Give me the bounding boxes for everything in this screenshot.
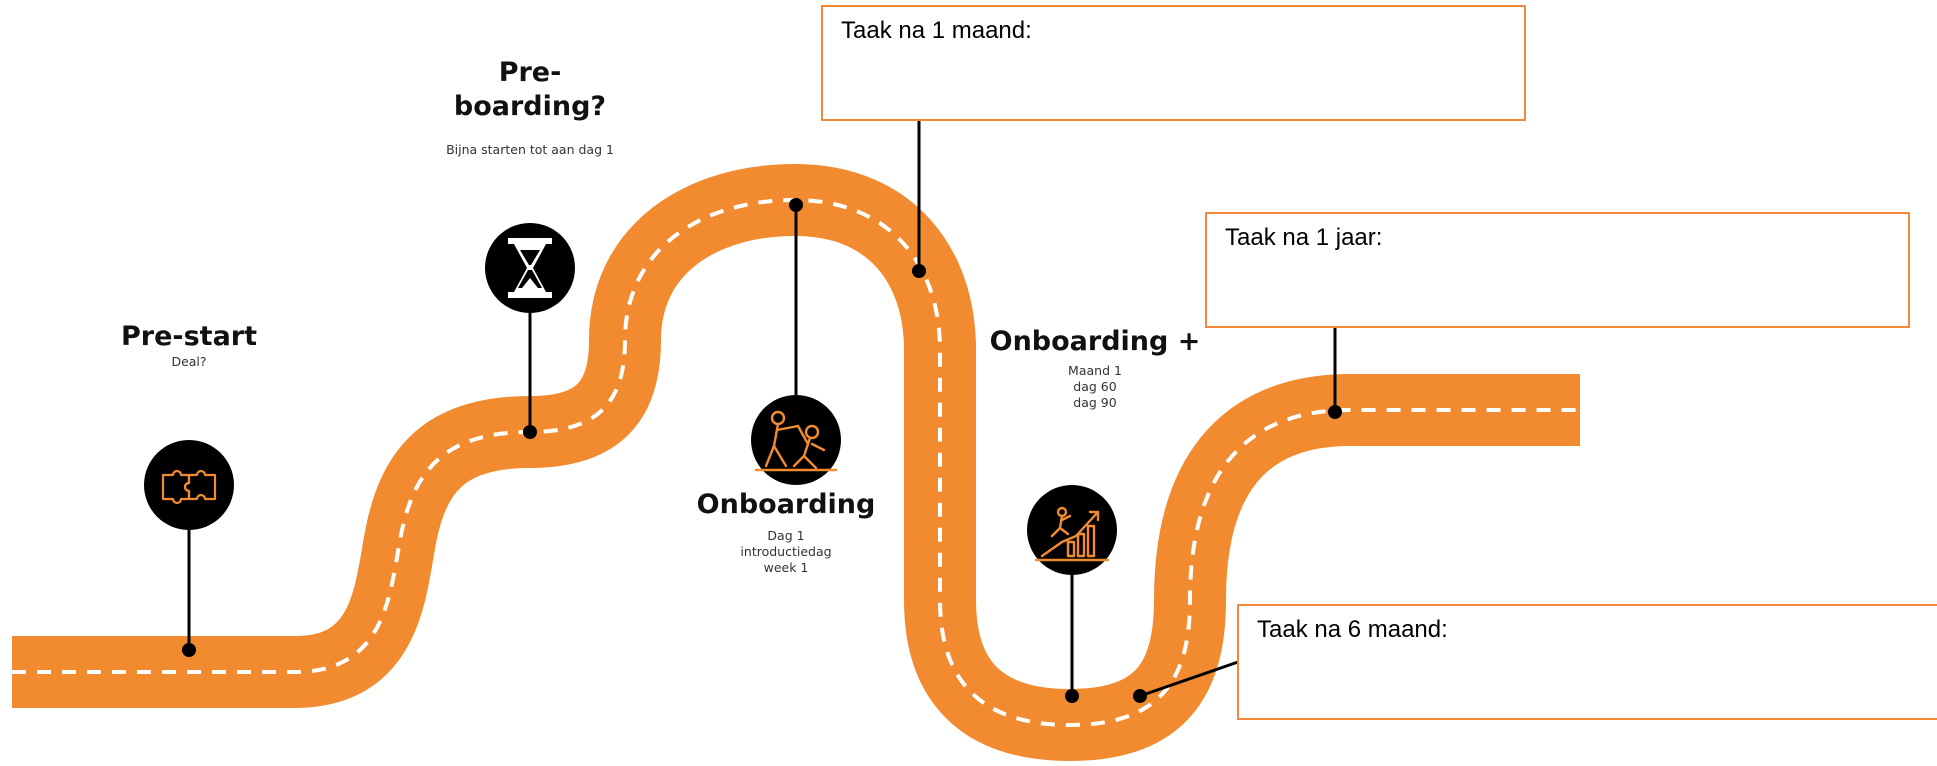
- stage-onboarding-plus: Onboarding + Maand 1 dag 60 dag 90: [980, 325, 1210, 411]
- stage-title: Onboarding: [696, 489, 876, 520]
- growth-stairs-icon: [1027, 485, 1117, 575]
- task-label: Taak na 1 maand:: [841, 17, 1032, 44]
- stage-subtitle-line: week 1: [763, 560, 809, 575]
- pin-onboarding: [789, 198, 803, 396]
- stage-onboarding: Onboarding Dag 1 introductiedag week 1: [676, 488, 896, 576]
- stage-pre-start: Pre-start Deal?: [109, 320, 269, 370]
- stage-title: Pre- boarding?: [453, 57, 607, 122]
- connector-task-1-month: [912, 118, 926, 278]
- stage-subtitle: Bijna starten tot aan dag 1: [446, 142, 614, 157]
- pin-onboarding-plus: [1065, 570, 1079, 703]
- helping-hand-climb-icon: [751, 395, 841, 485]
- stage-title: Pre-start: [120, 321, 258, 352]
- pin-pre-boarding: [523, 300, 537, 439]
- stage-title: Onboarding +: [989, 326, 1201, 357]
- stage-subtitle-line: dag 90: [1073, 395, 1117, 410]
- stage-subtitle-line: introductiedag: [740, 544, 832, 559]
- stage-subtitle-line: dag 60: [1073, 379, 1117, 394]
- stage-subtitle: Deal?: [171, 354, 207, 369]
- stage-subtitle-line: Dag 1: [767, 528, 805, 543]
- road-center-dashes: [12, 197, 1580, 728]
- stage-pre-boarding: Pre- boarding? Bijna starten tot aan dag…: [410, 56, 650, 158]
- task-box-6-months[interactable]: Taak na 6 maand:: [1237, 604, 1937, 720]
- connector-task-1-year: [1328, 328, 1342, 419]
- connector-task-6-months: [1133, 660, 1239, 703]
- hourglass-icon: [485, 223, 575, 313]
- task-label: Taak na 6 maand:: [1257, 616, 1448, 643]
- task-label: Taak na 1 jaar:: [1225, 224, 1383, 251]
- task-box-1-year[interactable]: Taak na 1 jaar:: [1205, 212, 1910, 328]
- puzzle-handshake-icon: [144, 440, 234, 530]
- stage-subtitle-line: Maand 1: [1068, 363, 1122, 378]
- task-box-1-month[interactable]: Taak na 1 maand:: [821, 5, 1526, 121]
